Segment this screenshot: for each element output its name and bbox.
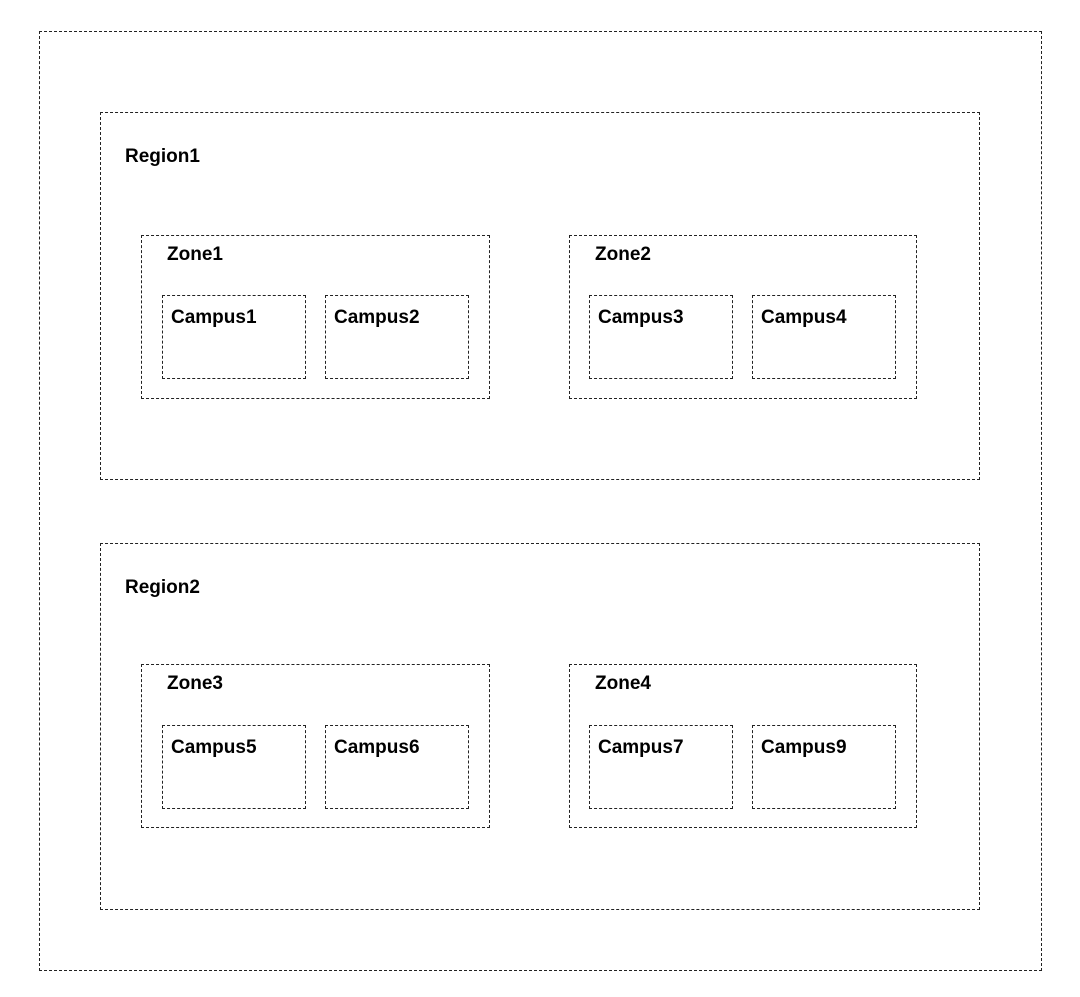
campus-label: Campus2	[334, 307, 420, 328]
campus-label: Campus3	[598, 307, 684, 328]
zone-box-2: Zone2	[569, 235, 917, 399]
region-box-1: Region1	[100, 112, 980, 480]
campus-box-3: Campus3	[589, 295, 733, 379]
zone-label: Zone3	[167, 673, 223, 694]
campus-label: Campus5	[171, 737, 257, 758]
zone-box-3: Zone3	[141, 664, 490, 828]
campus-box-7: Campus7	[589, 725, 733, 809]
zone-box-4: Zone4	[569, 664, 917, 828]
region-box-2: Region2	[100, 543, 980, 910]
campus-label: Campus4	[761, 307, 847, 328]
campus-box-5: Campus5	[162, 725, 306, 809]
campus-label: Campus9	[761, 737, 847, 758]
campus-box-4: Campus4	[752, 295, 896, 379]
campus-label: Campus7	[598, 737, 684, 758]
zone-label: Zone2	[595, 244, 651, 265]
campus-box-6: Campus6	[325, 725, 469, 809]
campus-box-2: Campus2	[325, 295, 469, 379]
zone-box-1: Zone1	[141, 235, 490, 399]
region-label: Region1	[125, 146, 200, 167]
campus-label: Campus1	[171, 307, 257, 328]
region-label: Region2	[125, 577, 200, 598]
zone-label: Zone1	[167, 244, 223, 265]
campus-box-1: Campus1	[162, 295, 306, 379]
zone-label: Zone4	[595, 673, 651, 694]
outer-boundary	[39, 31, 1042, 971]
campus-label: Campus6	[334, 737, 420, 758]
campus-box-9: Campus9	[752, 725, 896, 809]
